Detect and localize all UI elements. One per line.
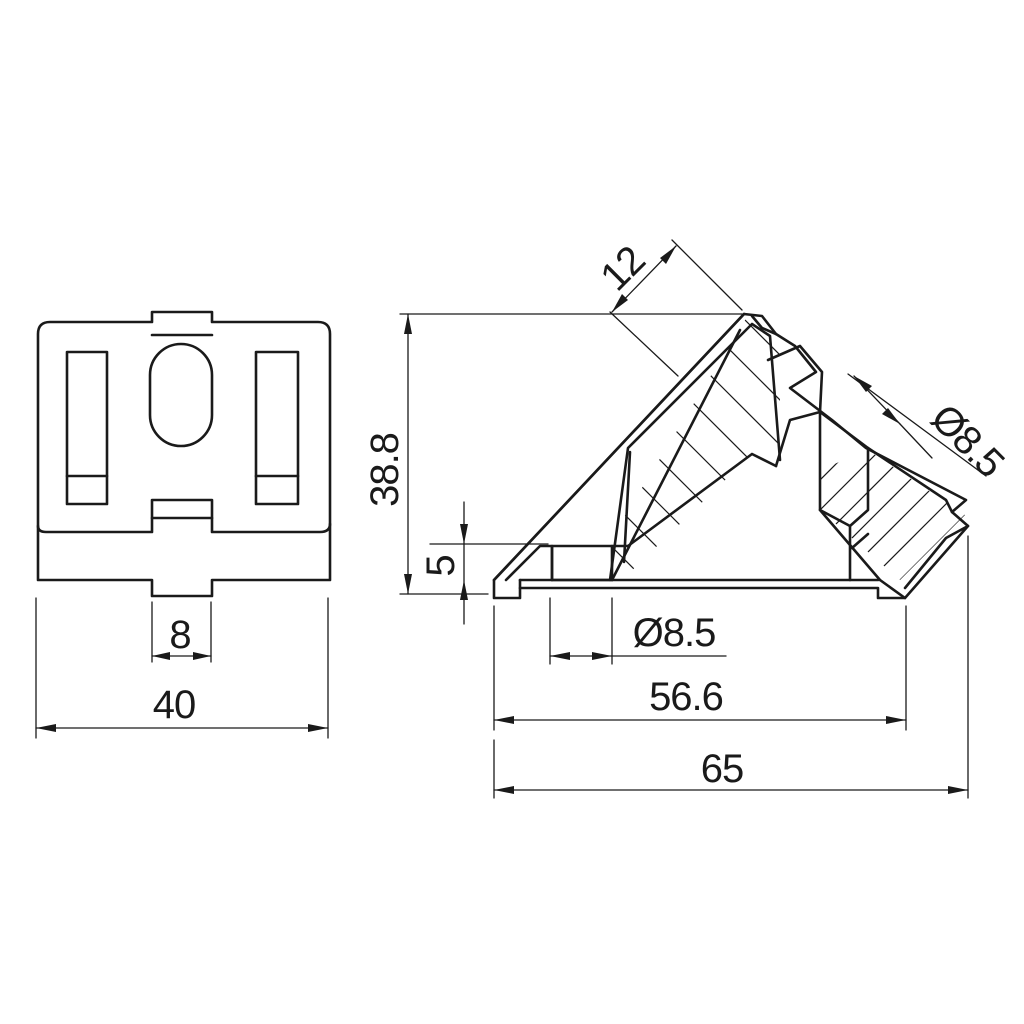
dim-5-label: 5 bbox=[419, 555, 463, 576]
dim-12-label: 12 bbox=[592, 238, 653, 299]
dim-hole-diag-label: Ø8.5 bbox=[922, 396, 1012, 486]
side-view bbox=[492, 312, 970, 600]
dim-38-8-label: 38.8 bbox=[363, 433, 407, 507]
dim-65-label: 65 bbox=[701, 747, 744, 791]
dim-hole-bottom-label: Ø8.5 bbox=[633, 611, 716, 655]
front-view bbox=[36, 310, 332, 598]
angle-bracket-outline bbox=[492, 312, 970, 600]
dim-40-label: 40 bbox=[153, 683, 196, 727]
right-slot bbox=[254, 350, 300, 506]
front-view-body bbox=[36, 310, 332, 598]
dim-8-label: 8 bbox=[169, 613, 190, 657]
counterbore-hole bbox=[550, 544, 614, 582]
front-dimensions bbox=[35, 597, 329, 739]
side-dimensions bbox=[399, 239, 987, 799]
oblong-hole bbox=[148, 342, 214, 448]
dim-56-6-label: 56.6 bbox=[649, 675, 723, 719]
left-slot bbox=[65, 350, 109, 506]
